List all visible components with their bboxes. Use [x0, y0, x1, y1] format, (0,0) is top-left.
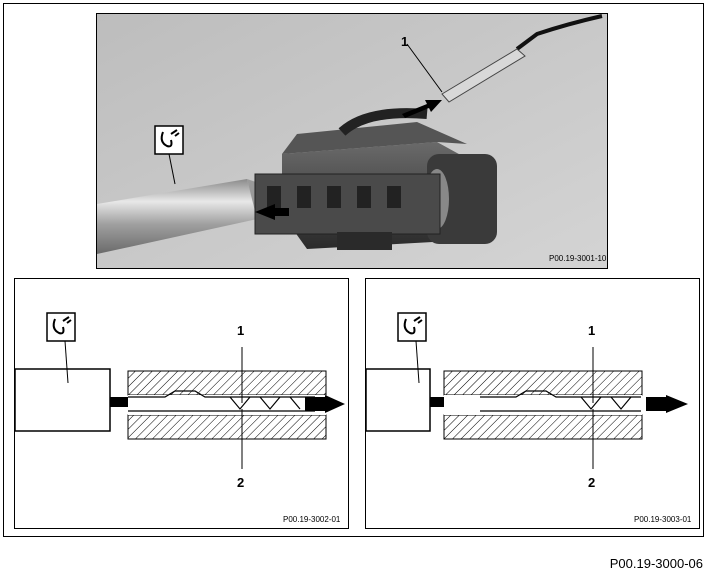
- pull-arrow: [646, 395, 688, 413]
- release-tool-tube: [97, 179, 257, 254]
- figure-frame: [3, 3, 704, 537]
- callout-2-left: 2: [237, 475, 245, 490]
- insert-arrow-left: [255, 204, 289, 220]
- figure-reference: P00.19-3000-06: [609, 556, 703, 571]
- diagram-left-panel: 1 2 P00.19-3002-01: [14, 278, 349, 529]
- tool-symbol-icon: [397, 312, 427, 342]
- connector-photo-illustration: [97, 14, 607, 268]
- connector-photo-panel: 1 P00.19-3001-10: [96, 13, 608, 269]
- release-tool-body: [15, 368, 111, 432]
- callout-1-left: 1: [237, 323, 245, 338]
- diagram-right-reference: P00.19-3003-01: [634, 515, 692, 524]
- diagram-left-illustration: [15, 312, 345, 469]
- wire: [515, 14, 603, 51]
- callout-2-right: 2: [588, 475, 596, 490]
- diagram-left-reference: P00.19-3002-01: [283, 515, 341, 524]
- callout-1-photo: 1: [401, 34, 409, 49]
- connector-housing: [254, 108, 497, 250]
- insert-arrow-top: [402, 100, 442, 118]
- diagram-right-illustration: [366, 312, 688, 469]
- diagram-right-panel: 1 2 P00.19-3003-01: [365, 278, 700, 529]
- pull-arrow: [305, 395, 345, 413]
- contact-pin: [441, 48, 526, 103]
- callout-1-right: 1: [588, 323, 596, 338]
- release-tool-body: [366, 368, 431, 432]
- tool-symbol-icon: [46, 312, 76, 342]
- photo-reference: P00.19-3001-10: [549, 254, 607, 263]
- tool-symbol-icon: [154, 125, 184, 155]
